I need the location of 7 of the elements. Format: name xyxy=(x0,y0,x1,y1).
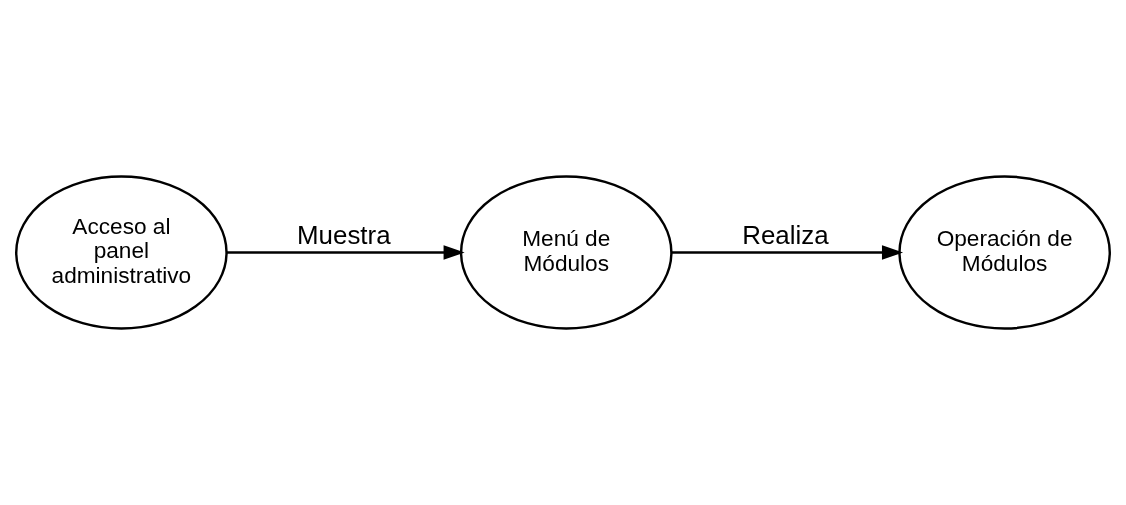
node-ellipse: Menú de Módulos xyxy=(459,175,673,330)
arrow xyxy=(226,245,465,260)
edge-label: Muestra xyxy=(297,221,391,250)
node-ellipse: Operación de Módulos xyxy=(898,175,1111,330)
arrow xyxy=(671,245,904,260)
edge-label: Realiza xyxy=(742,221,829,250)
node-ellipse: Acceso al panel administrativo xyxy=(15,175,228,330)
